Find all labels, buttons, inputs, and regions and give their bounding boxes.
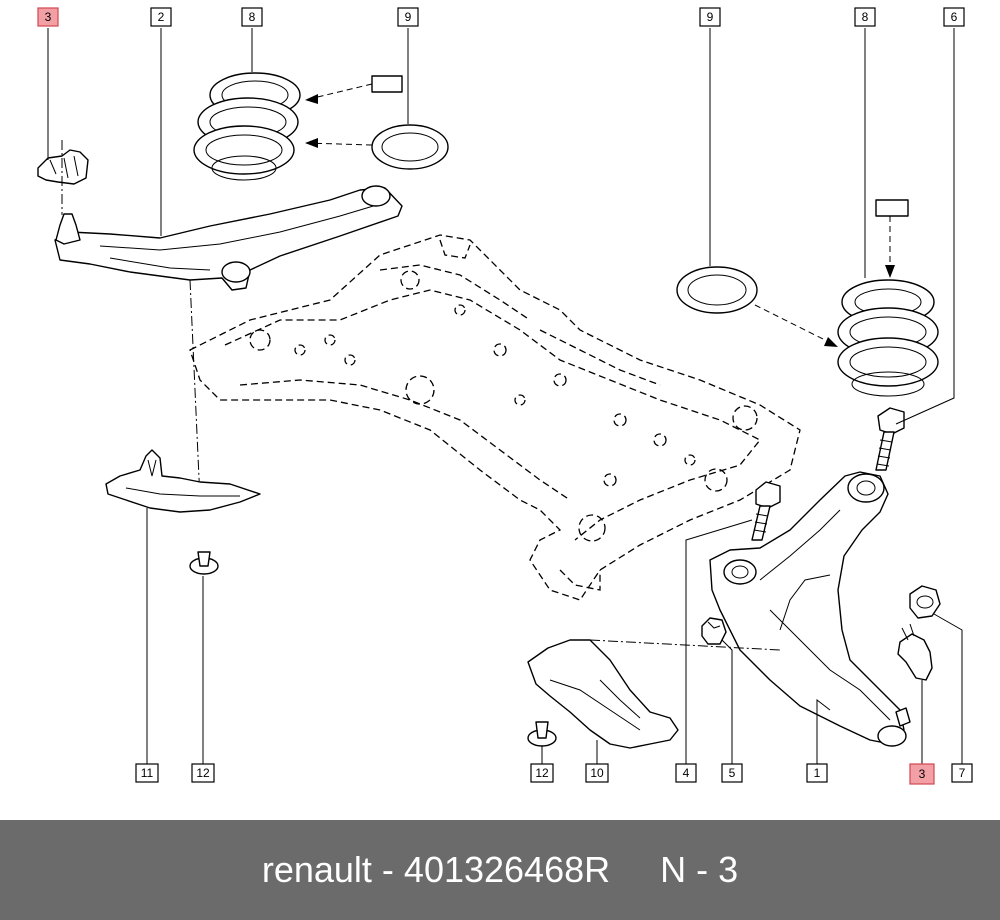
suspension-exploded-diagram: 3 2 8 9 9 8 6 11 12 12 10 4 <box>37 7 973 785</box>
callout-label: 2 <box>158 10 165 24</box>
underbody-shield-left <box>105 449 261 513</box>
callout-1: 1 <box>806 763 828 783</box>
lower-arm-left <box>54 185 403 501</box>
callout-4: 4 <box>675 763 697 783</box>
callout-label: 11 <box>141 766 154 780</box>
callout-5: 5 <box>721 763 743 783</box>
callout-label: 10 <box>590 766 604 780</box>
callout-9-left: 9 <box>397 7 419 27</box>
callout-label: 12 <box>535 766 549 780</box>
callout-8-left: 8 <box>241 7 263 27</box>
callout-9-right: 9 <box>699 7 721 27</box>
callout-10: 10 <box>585 763 609 783</box>
spring-seat-left <box>304 75 449 170</box>
callout-label: 3 <box>45 10 52 24</box>
underbody-shield-center <box>527 639 781 749</box>
callout-11: 11 <box>135 763 159 783</box>
callout-8-right: 8 <box>854 7 876 27</box>
callout-label: 8 <box>249 10 256 24</box>
callout-6: 6 <box>943 7 965 27</box>
lower-arm-right <box>709 471 911 747</box>
callout-label: 7 <box>959 766 966 780</box>
clip-left <box>189 551 219 575</box>
ball-joint-bracket-left <box>37 140 89 215</box>
part-number-caption: renault - 401326468R N - 3 <box>261 849 739 890</box>
callout-label: 12 <box>196 766 210 780</box>
leader-lines <box>47 28 963 764</box>
callout-2: 2 <box>150 7 172 27</box>
callout-label: 4 <box>683 766 690 780</box>
coil-spring-left <box>193 72 301 181</box>
nut-arm <box>701 617 727 645</box>
callout-label: 5 <box>729 766 736 780</box>
callout-label: 9 <box>405 10 412 24</box>
callout-label: 1 <box>814 766 821 780</box>
callout-label: 9 <box>707 10 714 24</box>
callout-label: 8 <box>862 10 869 24</box>
nut-ball-joint <box>909 585 941 619</box>
callout-3-top-left: 3 <box>37 7 59 27</box>
callout-12-left: 12 <box>191 763 215 783</box>
callout-label: 3 <box>919 767 926 781</box>
footer-bar: renault - 401326468R N - 3 <box>0 820 1000 920</box>
callout-7: 7 <box>951 763 973 783</box>
front-subframe <box>189 234 801 601</box>
callout-label: 6 <box>951 10 958 24</box>
ball-joint-bracket-right <box>897 623 933 681</box>
clip-center <box>527 721 557 747</box>
spring-seat-right <box>676 266 838 347</box>
bolt-right-arm <box>875 407 905 471</box>
bolt-front-arm <box>751 481 781 541</box>
callout-3-bottom-right: 3 <box>909 763 935 785</box>
coil-spring-right <box>837 199 939 397</box>
callout-12-center: 12 <box>530 763 554 783</box>
